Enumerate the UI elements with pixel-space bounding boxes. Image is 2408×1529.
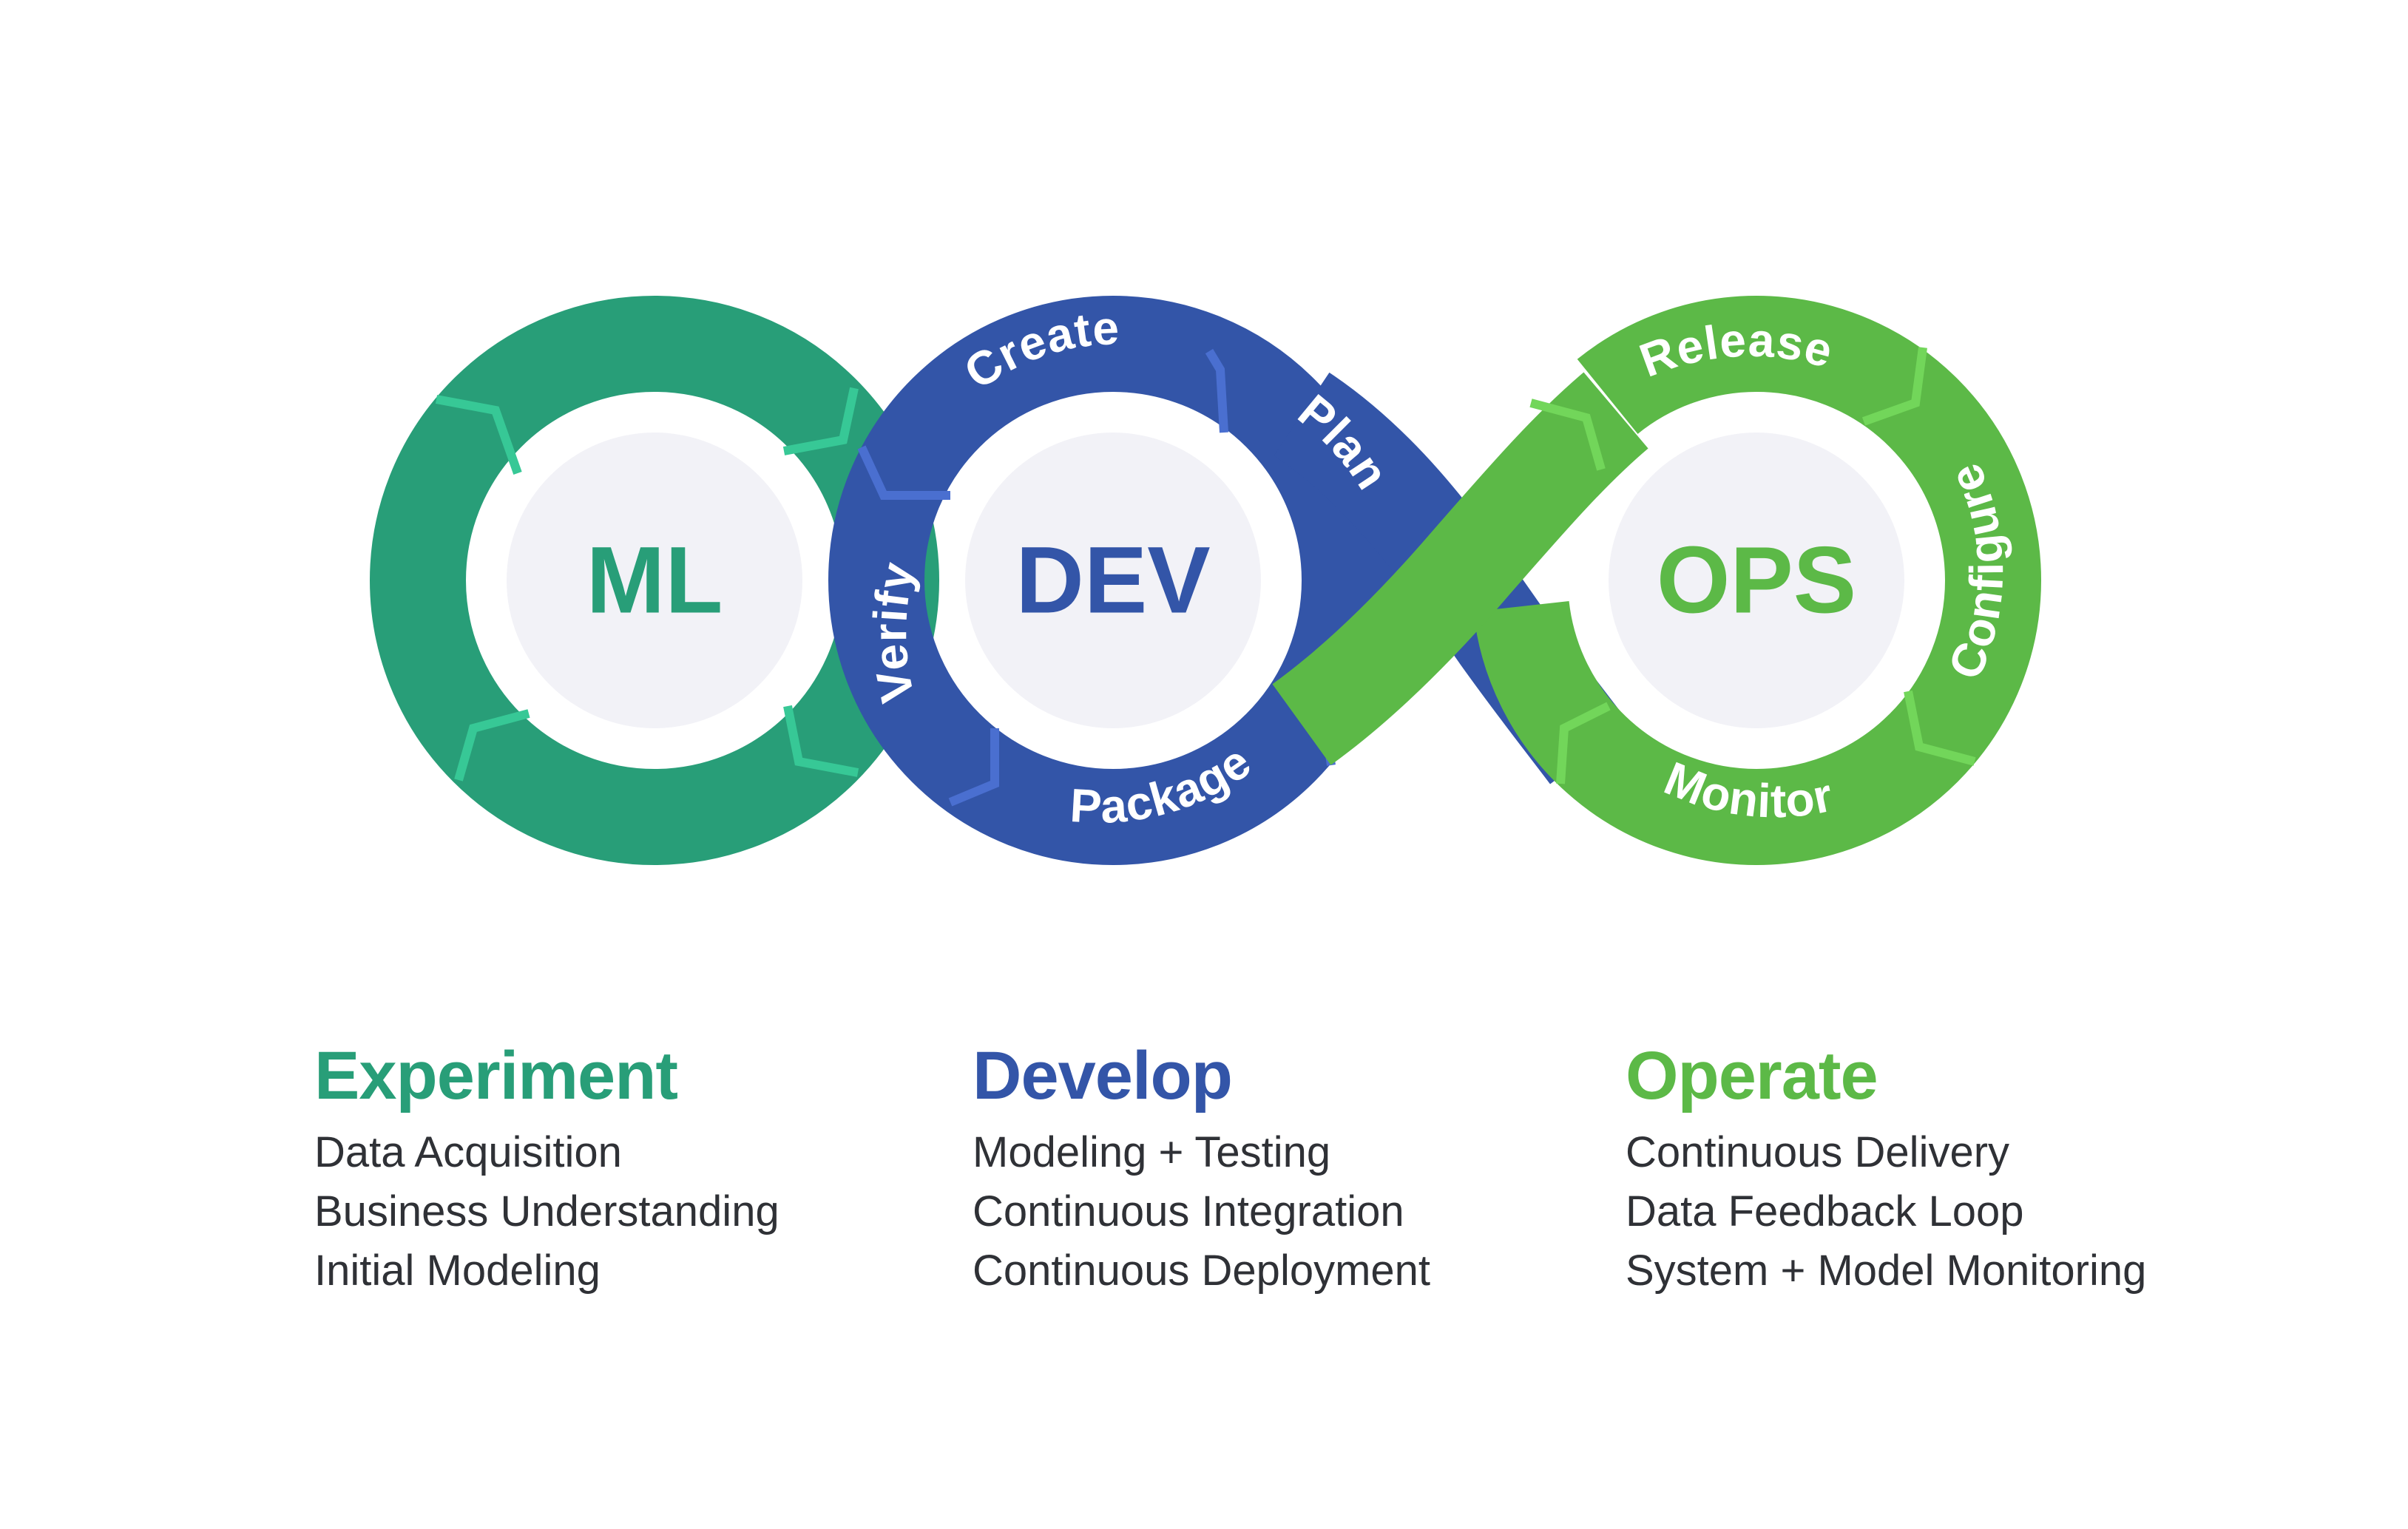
ml-segment-mark bbox=[454, 709, 530, 782]
dev-segment-mark bbox=[857, 445, 950, 500]
ml-segment-mark bbox=[435, 395, 522, 475]
ops-ring bbox=[1272, 296, 2041, 865]
ml-ring-segment-marks bbox=[435, 387, 859, 782]
ops-segment-mark bbox=[1556, 702, 1611, 784]
ml-segment-mark bbox=[782, 387, 859, 455]
list-item: Continuous Deployment bbox=[973, 1247, 1431, 1295]
ml-hub-label: ML bbox=[586, 528, 723, 634]
hubs bbox=[484, 410, 1927, 750]
ops-ring-segment-marks bbox=[1529, 347, 1976, 784]
ops-segment-mark bbox=[1529, 399, 1606, 471]
experiment-column: Experiment Data Acquisition Business Und… bbox=[314, 1031, 779, 1301]
list-item: System + Model Monitoring bbox=[1626, 1247, 2147, 1295]
list-item: Data Feedback Loop bbox=[1626, 1187, 2024, 1235]
ops-segment-mark bbox=[1861, 347, 1927, 426]
list-item: Data Acquisition bbox=[314, 1128, 622, 1176]
develop-list: Modeling + Testing Continuous Integratio… bbox=[973, 1123, 1430, 1301]
dev-segment-mark bbox=[948, 728, 999, 807]
dev-segment-mark bbox=[1205, 348, 1228, 433]
experiment-list: Data Acquisition Business Understanding … bbox=[314, 1123, 779, 1301]
ops-ring-band bbox=[1472, 296, 2041, 865]
list-item: Initial Modeling bbox=[314, 1247, 601, 1295]
dev-hub-label: DEV bbox=[1015, 528, 1210, 634]
develop-column: Develop Modeling + Testing Continuous In… bbox=[973, 1031, 1430, 1301]
ml-hub bbox=[507, 433, 802, 728]
list-item: Continuous Integration bbox=[973, 1187, 1404, 1235]
dev-hub bbox=[965, 433, 1261, 728]
stage-label-verify: Verify bbox=[863, 557, 924, 707]
list-item: Continuous Delivery bbox=[1626, 1128, 2010, 1176]
list-item: Business Understanding bbox=[314, 1187, 779, 1235]
ops-hub-label: OPS bbox=[1657, 528, 1856, 634]
develop-heading: Develop bbox=[973, 1038, 1233, 1113]
ml-segment-mark bbox=[783, 705, 859, 777]
operate-list: Continuous Delivery Data Feedback Loop S… bbox=[1626, 1123, 2146, 1301]
ops-hub bbox=[1609, 433, 1904, 728]
ops-segment-mark bbox=[1904, 690, 1976, 766]
dev-ring-band bbox=[828, 296, 1398, 865]
operate-column: Operate Continuous Delivery Data Feedbac… bbox=[1626, 1031, 2146, 1301]
operate-heading: Operate bbox=[1626, 1038, 1878, 1113]
ops-crossing-strand bbox=[1272, 372, 1648, 765]
list-item: Modeling + Testing bbox=[973, 1128, 1331, 1176]
experiment-heading: Experiment bbox=[314, 1038, 678, 1113]
